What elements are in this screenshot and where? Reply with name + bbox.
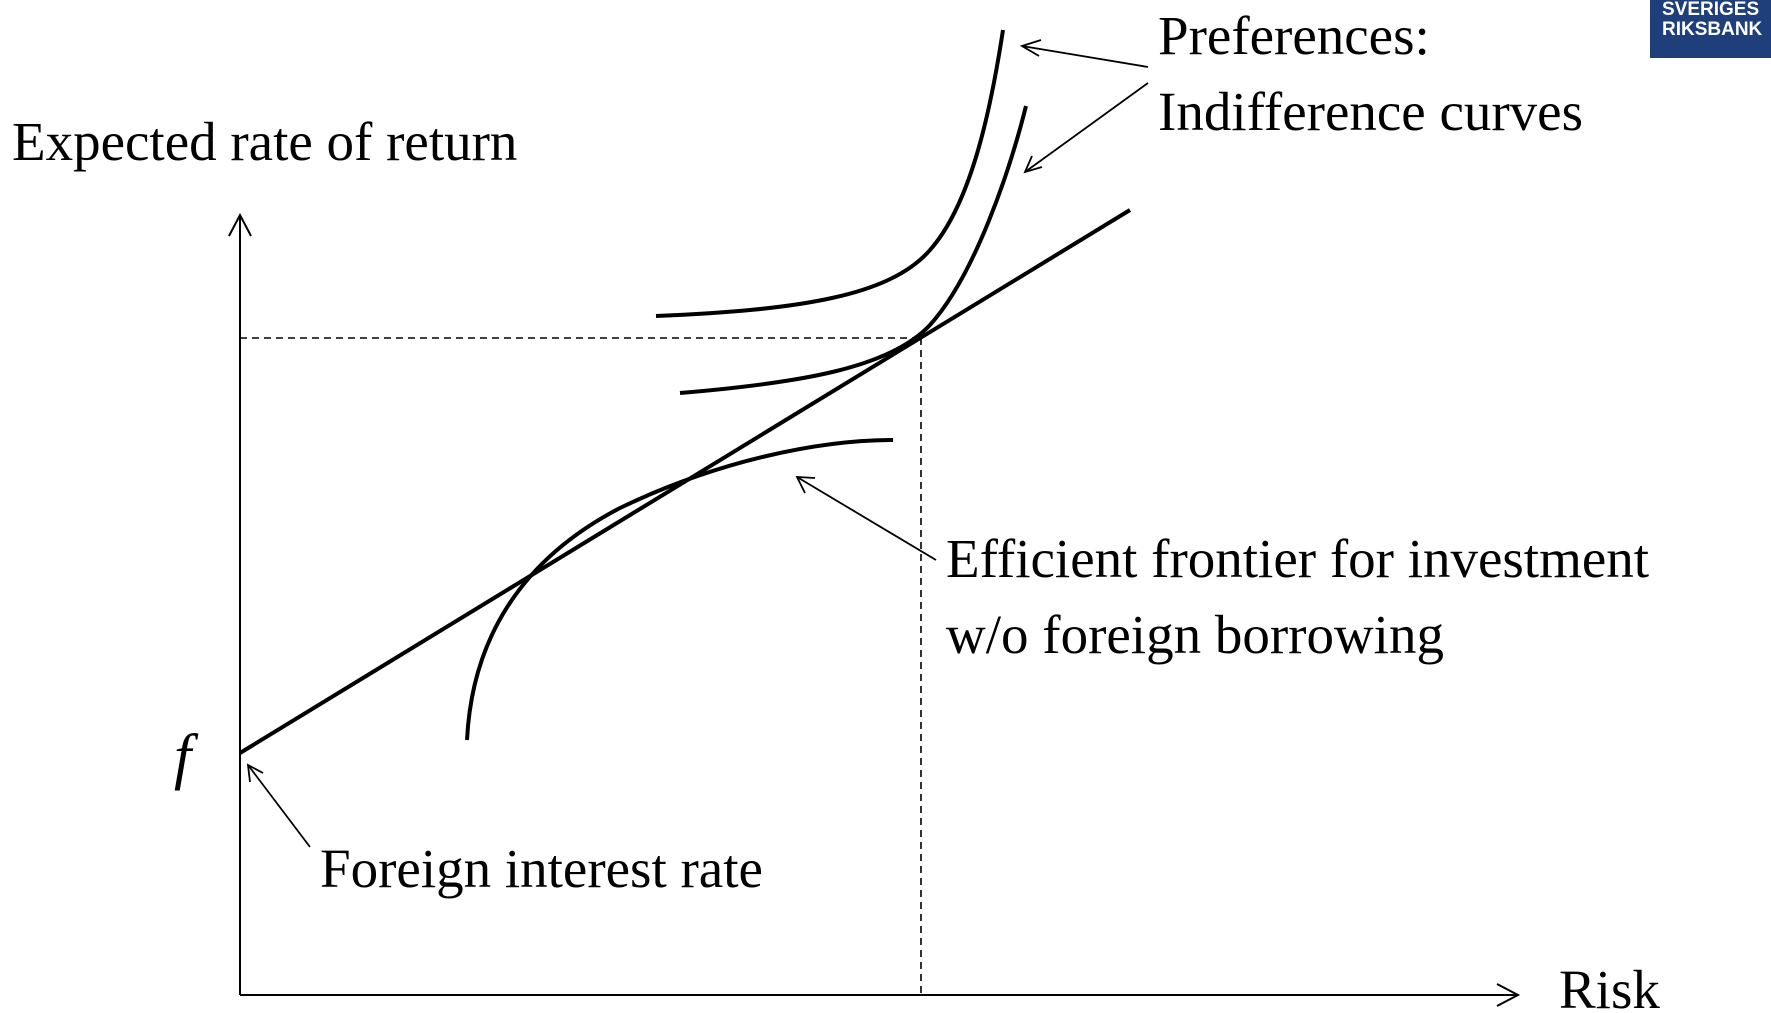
logo-line2: RIKSBANK: [1662, 19, 1763, 40]
frontier-label-line1: Efficient frontier for investment: [946, 528, 1649, 589]
x-axis-label: Risk: [1559, 959, 1660, 1013]
foreign-interest-rate-label: Foreign interest rate: [320, 838, 763, 899]
foreign-rate-arrow: [246, 763, 311, 848]
indifference-curve-upper: [655, 29, 1005, 318]
x-axis-arrowhead: [1496, 983, 1521, 1007]
y-axis-arrowhead: [228, 212, 252, 237]
preferences-arrow-lower: [1023, 82, 1149, 174]
frontier-arrow: [795, 476, 937, 561]
f-label: f: [174, 723, 199, 791]
riksbank-logo: SVERIGES RIKSBANK: [1650, 0, 1771, 58]
preferences-arrow-upper: [1019, 39, 1149, 68]
y-axis-label: Expected rate of return: [12, 111, 517, 172]
indifference-curve-lower: [679, 105, 1028, 395]
preferences-label-line2: Indifference curves: [1158, 81, 1583, 142]
logo-line1: SVERIGES: [1662, 0, 1760, 20]
frontier-label-line2: w/o foreign borrowing: [946, 604, 1444, 665]
preferences-label-line1: Preferences:: [1158, 5, 1430, 66]
efficient-frontier-curve: [465, 438, 894, 741]
